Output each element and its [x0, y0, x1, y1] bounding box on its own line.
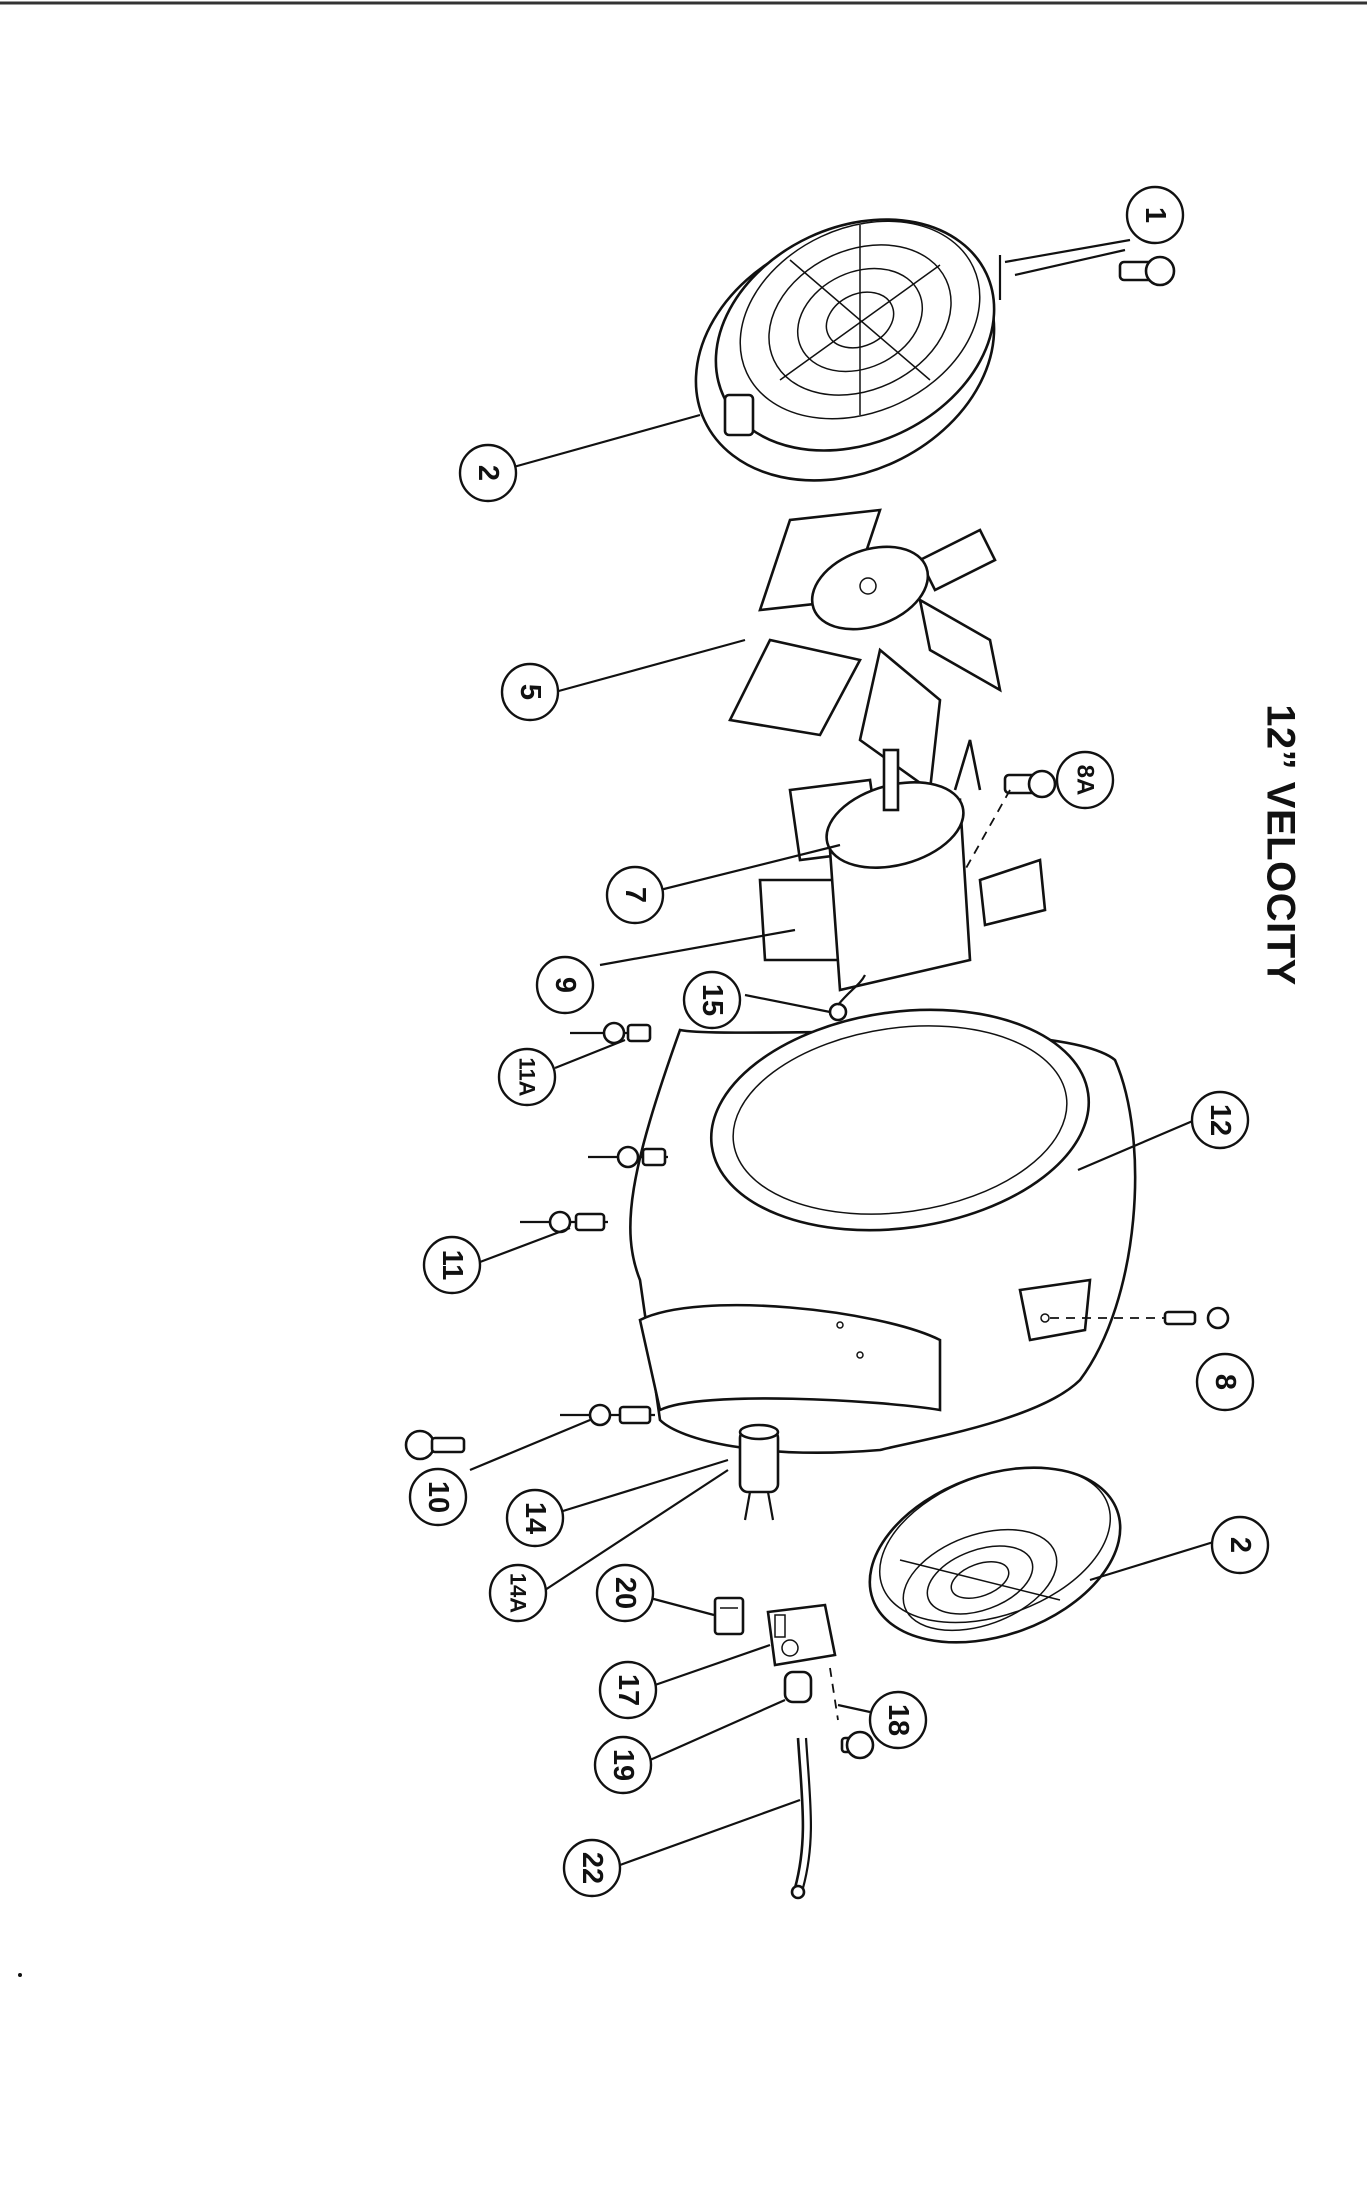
callout-9: 9 — [535, 955, 595, 1015]
callout-11a: 11A — [497, 1047, 557, 1107]
callout-label-14: 14 — [519, 1502, 551, 1534]
callout-label-14a: 14A — [506, 1573, 531, 1613]
callout-20: 20 — [595, 1563, 655, 1623]
rear-grille-bottom — [868, 1466, 1122, 1644]
screw-part-18 — [829, 1667, 875, 1760]
power-cord-part-22 — [790, 1737, 813, 1900]
screw-part-1 — [998, 248, 1176, 300]
bolt-set-part-11 — [520, 1210, 608, 1234]
callout-8a: 8A — [1055, 750, 1115, 810]
front-grille-top — [694, 218, 996, 482]
callout-2-bottom: 2 — [1210, 1515, 1270, 1575]
callout-label-10: 10 — [422, 1481, 454, 1513]
callout-5: 5 — [500, 662, 560, 722]
callout-label-9: 9 — [549, 977, 581, 993]
scan-speck — [18, 1973, 22, 1977]
bolt-set-middle — [588, 1145, 668, 1169]
control-plate-part-17 — [766, 1603, 837, 1667]
callout-19: 19 — [593, 1735, 653, 1795]
callout-label-11a: 11A — [515, 1057, 540, 1096]
clip-part-15 — [828, 974, 866, 1022]
callout-7: 7 — [605, 865, 665, 925]
callout-label-22: 22 — [576, 1852, 608, 1884]
callout-12: 12 — [1190, 1090, 1250, 1150]
callout-label-7: 7 — [619, 887, 651, 903]
leader-lines — [469, 238, 1221, 1867]
callout-11: 11 — [422, 1235, 482, 1295]
callout-label-11: 11 — [436, 1250, 468, 1281]
bolt-set-part-11a — [570, 1021, 652, 1045]
callout-10: 10 — [408, 1467, 468, 1527]
callout-label-1: 1 — [1139, 207, 1171, 223]
callout-2-top: 2 — [458, 443, 518, 503]
switch-part-20 — [713, 1596, 745, 1636]
callout-15: 15 — [682, 970, 742, 1030]
callout-14: 14 — [505, 1488, 565, 1548]
screw-part-8 — [1050, 1306, 1230, 1330]
callout-label-17: 17 — [612, 1674, 644, 1706]
callout-18: 18 — [868, 1690, 928, 1750]
callout-17: 17 — [598, 1660, 658, 1720]
callout-label-8: 8 — [1209, 1374, 1241, 1390]
callout-label-5: 5 — [514, 684, 546, 700]
callout-14a: 14A — [488, 1563, 548, 1623]
callout-label-15: 15 — [696, 984, 728, 1016]
callout-label-12: 12 — [1204, 1104, 1236, 1136]
motor-assembly — [758, 739, 1047, 992]
callout-label-20: 20 — [609, 1577, 641, 1609]
callout-8: 8 — [1195, 1352, 1255, 1412]
bolt-set-lower — [560, 1403, 655, 1427]
fan-blade — [728, 508, 1002, 793]
callout-label-19: 19 — [607, 1749, 639, 1781]
callout-22: 22 — [562, 1838, 622, 1898]
callout-1: 1 — [1125, 185, 1185, 245]
callout-label-8a: 8A — [1072, 765, 1099, 796]
callout-label-2-bottom: 2 — [1224, 1537, 1256, 1553]
callout-label-18: 18 — [882, 1704, 914, 1736]
fan-housing — [629, 1008, 1137, 1454]
capacitor-part-14 — [738, 1423, 780, 1521]
screw-part-8a — [964, 769, 1057, 871]
screw-part-10 — [404, 1429, 466, 1461]
knob-part-19 — [783, 1670, 813, 1704]
callout-label-2-top: 2 — [472, 465, 504, 481]
